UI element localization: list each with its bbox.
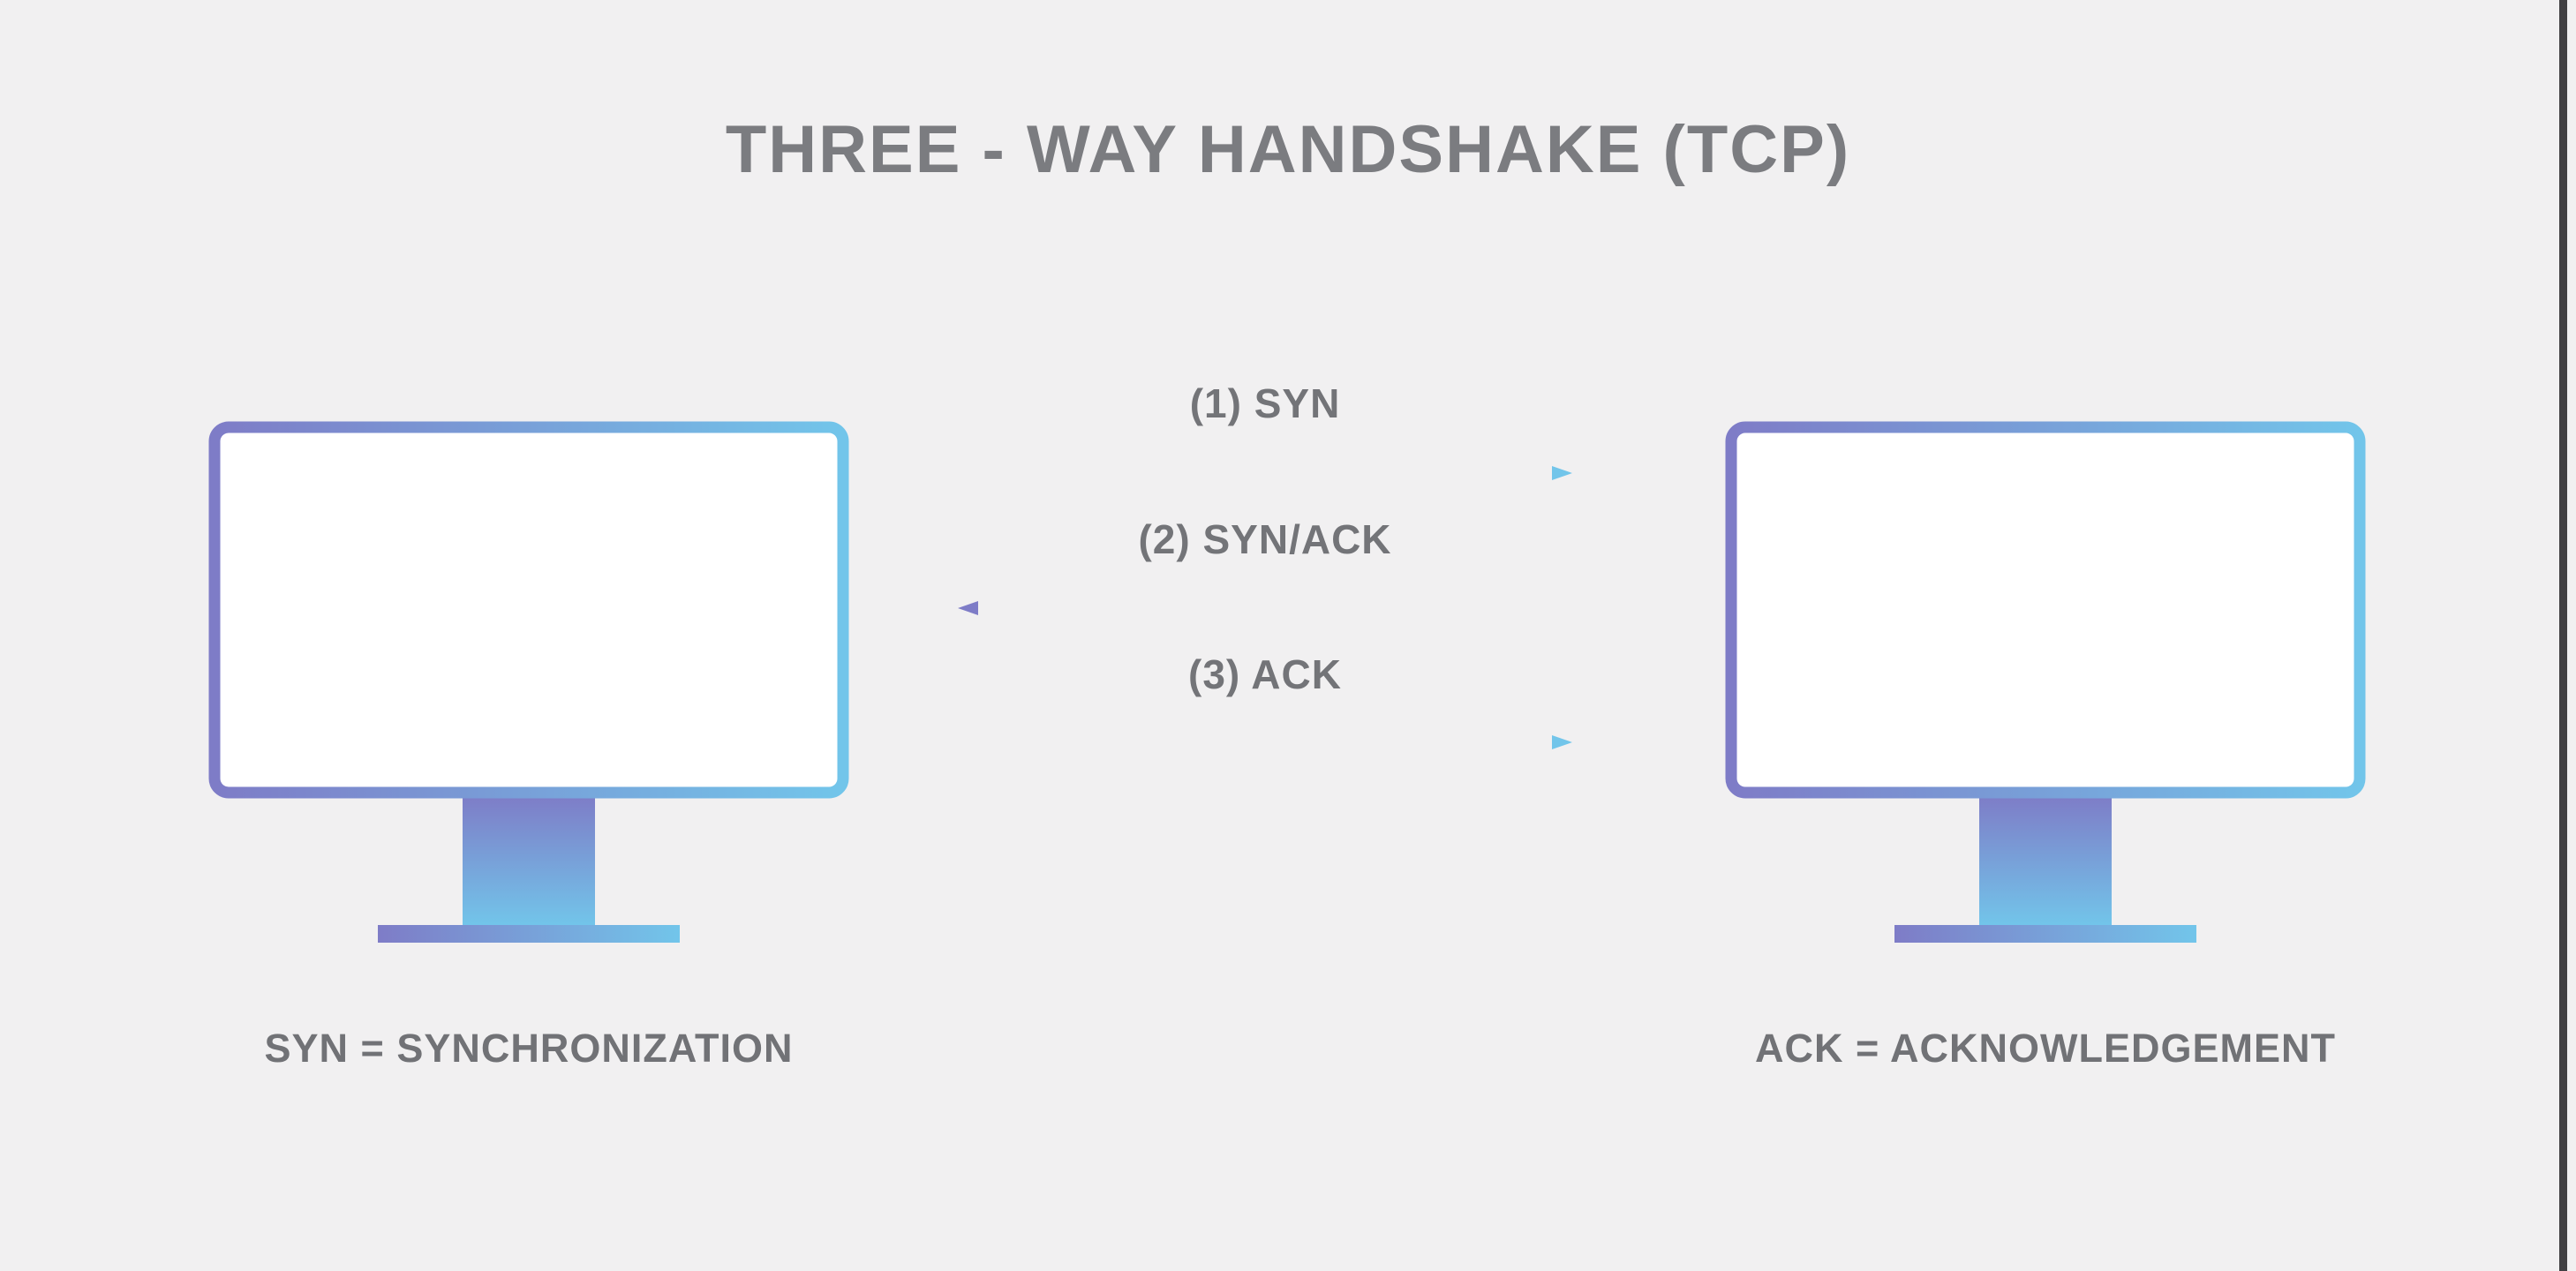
syn-legend: SYN = SYNCHRONIZATION	[264, 1026, 794, 1071]
page-title: THREE - WAY HANDSHAKE (TCP)	[725, 112, 1851, 187]
step-1-label: (1) SYN	[1189, 380, 1341, 426]
right-edge-strip	[2559, 0, 2567, 1271]
arrow-head	[1552, 466, 1572, 480]
monitor-stand-base	[1894, 925, 2196, 943]
ack-legend: ACK = ACKNOWLEDGEMENT	[1754, 1026, 2337, 1071]
monitor-stand-neck	[463, 795, 595, 926]
monitor-screen	[208, 421, 849, 799]
monitor-stand-base	[378, 925, 680, 943]
arrow-head	[958, 601, 978, 615]
right-computer-monitor	[1725, 421, 2366, 943]
monitor-screen	[1725, 421, 2366, 799]
step-3-arrow-right-icon	[958, 735, 1572, 749]
arrow-head	[1552, 735, 1572, 749]
step-2-label: (2) SYN/ACK	[1138, 516, 1392, 562]
left-computer-monitor	[208, 421, 849, 943]
step-2-arrow-left-icon	[958, 601, 1572, 615]
monitor-stand-neck	[1979, 795, 2112, 926]
step-1-arrow-right-icon	[958, 466, 1572, 480]
step-3-label: (3) ACK	[1188, 651, 1342, 697]
